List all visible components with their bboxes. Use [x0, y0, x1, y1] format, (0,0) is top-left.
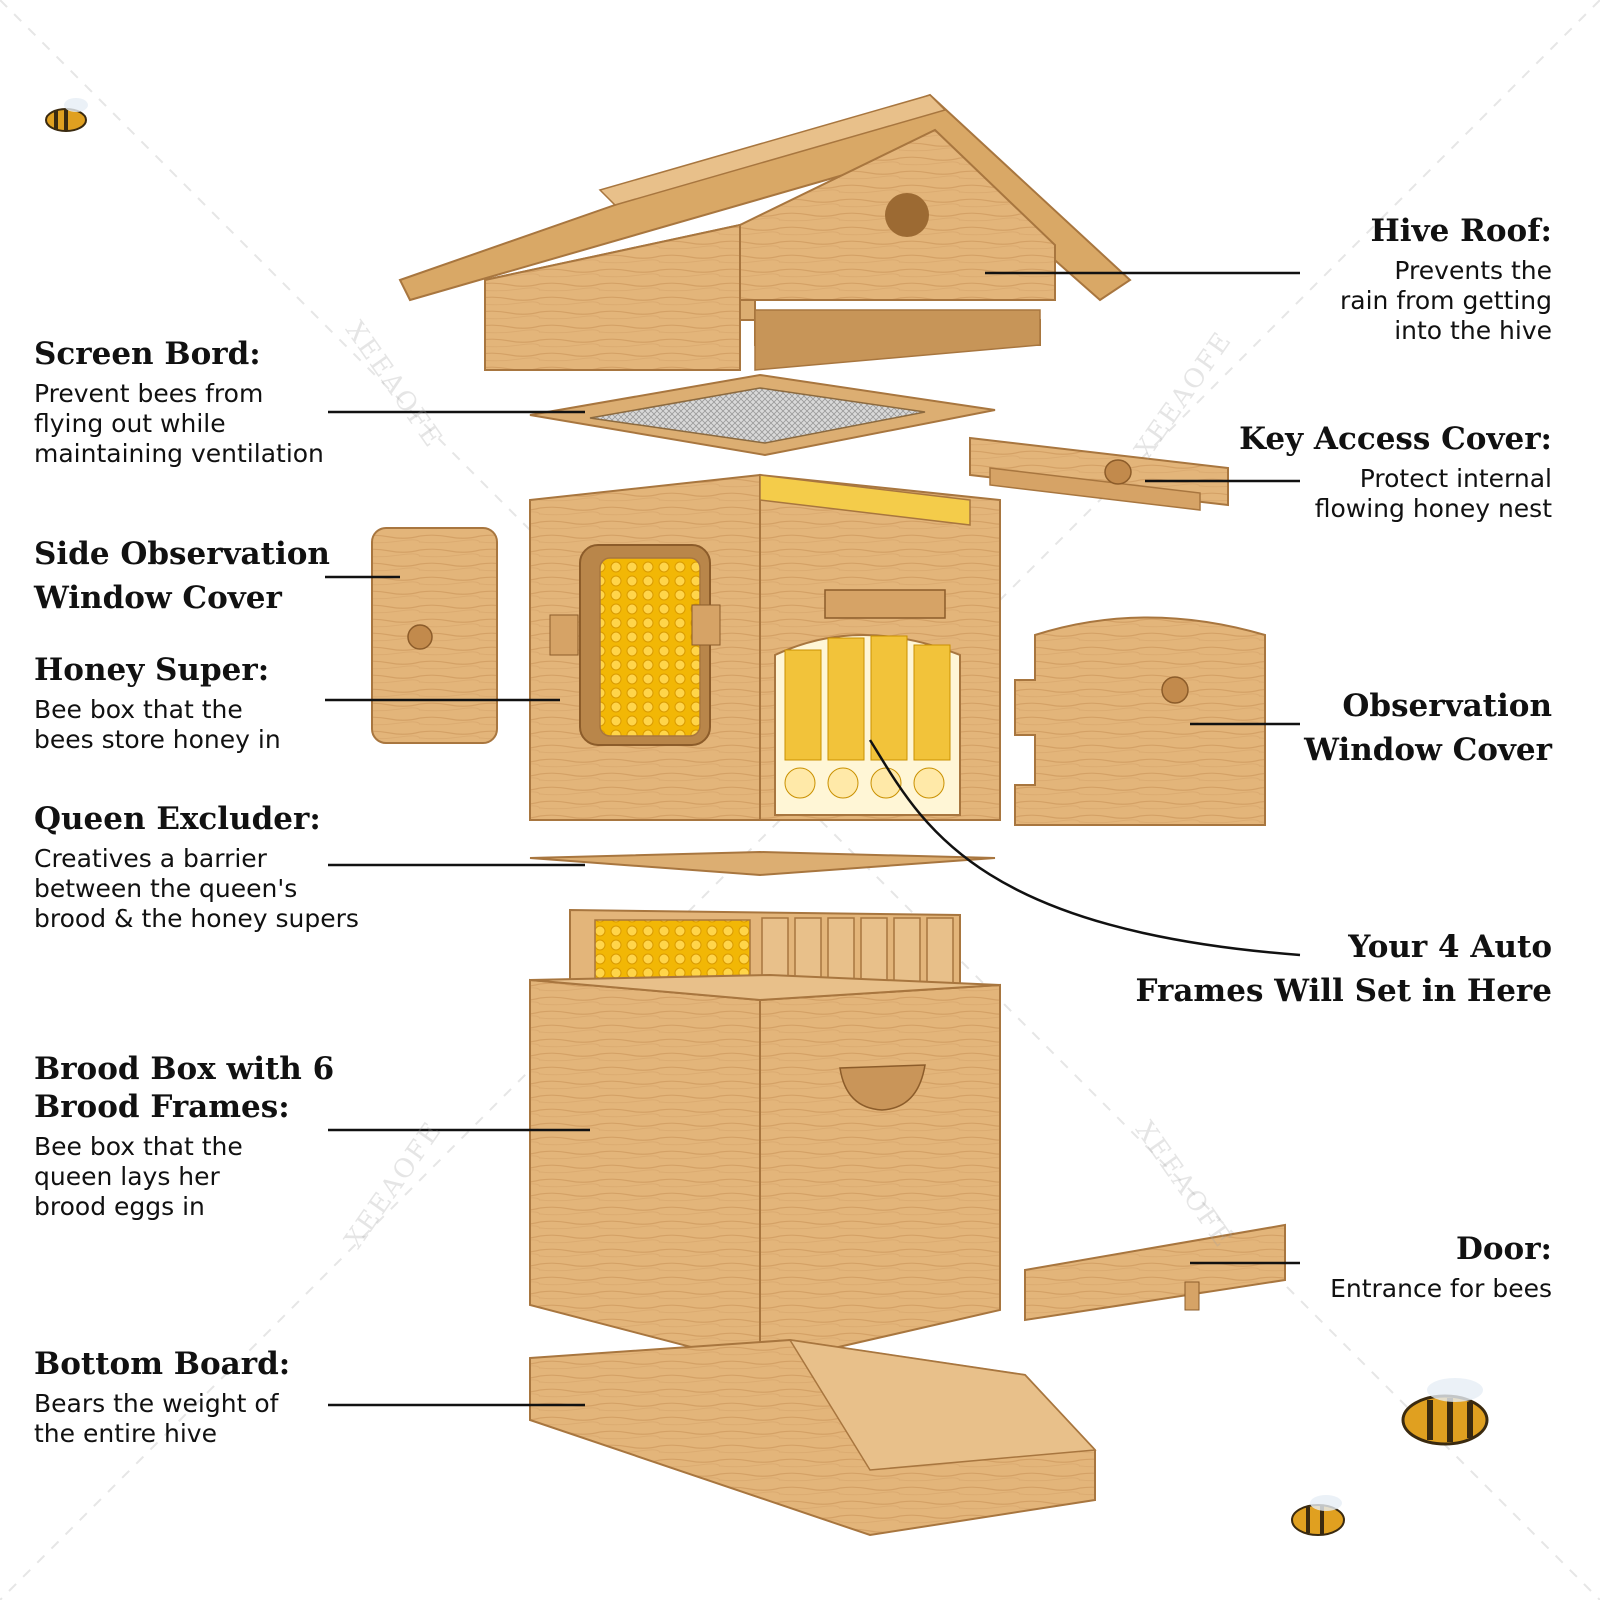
brood-box [529, 973, 1001, 1367]
label-side-observation-window-cover: Side Observation Window Cover [34, 532, 330, 620]
label-door: Door: Entrance for bees [1330, 1230, 1552, 1304]
label-title: Screen Bord: [34, 336, 261, 372]
side-observation-window-cover [371, 527, 498, 744]
label-title: Queen Excluder: [34, 801, 321, 837]
label-title: Observation Window Cover [1304, 688, 1552, 768]
label-title: Brood Box with 6 Brood Frames: [34, 1051, 335, 1125]
leader-lines [325, 271, 1301, 1407]
label-desc: Protect internal flowing honey nest [1314, 464, 1552, 523]
label-screen-bord: Screen Bord: Prevent bees from flying ou… [34, 335, 324, 469]
label-desc: Bee box that the queen lays her brood eg… [34, 1132, 243, 1221]
label-title: Hive Roof: [1370, 213, 1553, 249]
bee-icon-bottom-right-large [1401, 1378, 1489, 1446]
bee-icon-top-left [45, 98, 88, 132]
label-desc: Bears the weight of the entire hive [34, 1389, 279, 1448]
label-desc: Entrance for bees [1330, 1274, 1552, 1303]
label-title: Side Observation Window Cover [34, 536, 330, 616]
bottom-board [529, 1338, 1097, 1537]
label-brood-box: Brood Box with 6 Brood Frames: Bee box t… [34, 1050, 334, 1222]
hive-roof [398, 93, 1132, 371]
label-honey-super: Honey Super: Bee box that the bees store… [34, 651, 281, 755]
label-queen-excluder: Queen Excluder: Creatives a barrier betw… [34, 800, 359, 934]
label-observation-window-cover: Observation Window Cover [1304, 684, 1552, 772]
label-desc: Creatives a barrier between the queen's … [34, 844, 359, 933]
honey-super [529, 473, 1001, 821]
label-auto-frames: Your 4 Auto Frames Will Set in Here [1136, 925, 1552, 1013]
observation-window-cover [1014, 616, 1266, 826]
label-title: Your 4 Auto Frames Will Set in Here [1135, 929, 1552, 1009]
screen-board [529, 373, 996, 457]
label-title: Door: [1455, 1231, 1552, 1267]
bee-icon-bottom-right-small [1291, 1495, 1345, 1536]
label-desc: Prevent bees from flying out while maint… [34, 379, 324, 468]
label-title: Key Access Cover: [1239, 421, 1552, 457]
label-desc: Bee box that the bees store honey in [34, 695, 281, 754]
label-key-access-cover: Key Access Cover: Protect internal flowi… [1239, 420, 1552, 524]
label-title: Honey Super: [34, 652, 270, 688]
label-bottom-board: Bottom Board: Bears the weight of the en… [34, 1345, 290, 1449]
label-hive-roof: Hive Roof: Prevents the rain from gettin… [1340, 212, 1552, 346]
door [1024, 1223, 1286, 1322]
label-title: Bottom Board: [34, 1346, 291, 1382]
key-access-cover [969, 436, 1229, 511]
label-desc: Prevents the rain from getting into the … [1340, 256, 1552, 345]
queen-excluder [529, 850, 996, 877]
